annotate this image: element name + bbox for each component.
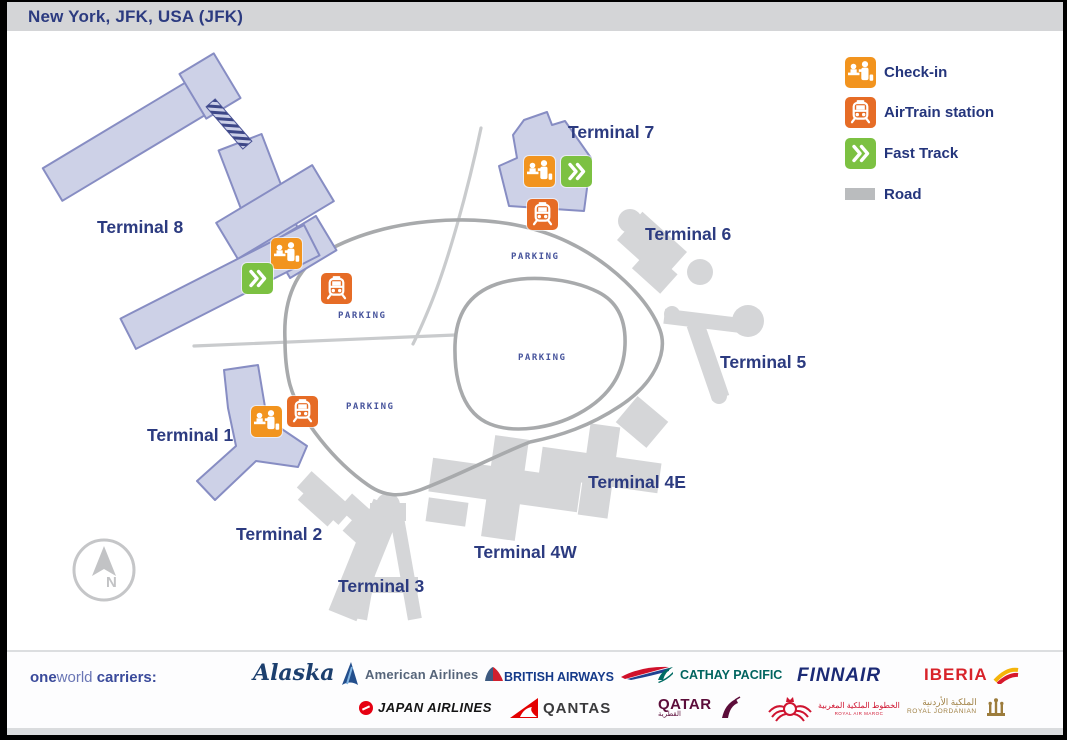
checkin-icon [271, 238, 302, 269]
royal-jordanian-logo: الملكية الأردنية ROYAL JORDANIAN [907, 696, 1010, 718]
rj-wordmark: ROYAL JORDANIAN [907, 708, 977, 715]
minor-roads [192, 126, 483, 348]
iberia-swoosh-icon [993, 667, 1018, 684]
qatar-oryx-icon [721, 696, 740, 718]
terminal-silhouettes [296, 209, 764, 622]
oneworld-carriers-label: oneworld carriers: [30, 669, 157, 686]
oneworld-one: one [30, 669, 57, 686]
header-bar: New York, JFK, USA (JFK) [7, 2, 1063, 31]
footer-bottom-strip [7, 728, 1063, 735]
oneworld-world: world [56, 669, 93, 686]
parking-label-1: PARKING [511, 252, 560, 262]
terminal-6-label: Terminal 6 [645, 224, 732, 244]
terminal-4e-label: Terminal 4E [588, 472, 686, 492]
legend-airtrain-label: AirTrain station [884, 104, 995, 121]
fasttrack-icon [242, 263, 273, 294]
footer-carriers-bar: oneworld carriers: Alaska American Airli… [7, 652, 1063, 728]
alaska-tail-icon [341, 662, 358, 685]
airtrain-icon [287, 396, 318, 427]
compass-north-label: N [106, 574, 117, 591]
legend-checkin-icon [845, 57, 876, 88]
footer-divider [7, 650, 1063, 652]
alaska-wordmark: Alaska [253, 660, 335, 686]
alaska-airlines-logo: Alaska [253, 660, 360, 686]
legend-fasttrack-label: Fast Track [884, 145, 959, 162]
terminal-2-label: Terminal 2 [236, 524, 323, 544]
checkin-icon [524, 156, 555, 187]
cathay-wordmark: CATHAY PACIFIC [680, 667, 783, 682]
oneworld-carriers-text: carriers: [92, 669, 157, 686]
iberia-logo: IBERIA [924, 665, 1019, 685]
parking-label-3: PARKING [518, 353, 567, 363]
ram-winged-emblem-icon [768, 697, 812, 722]
checkin-icon [251, 406, 282, 437]
cathay-pacific-logo: CATHAY PACIFIC [655, 666, 782, 683]
terminal-5-label: Terminal 5 [720, 352, 807, 372]
ram-sub-wordmark: ROYAL AIR MAROC [834, 710, 884, 716]
rj-crown-icon [986, 698, 1005, 716]
legend-road-label: Road [884, 186, 922, 203]
airport-map: N Terminal 8 Terminal 7 Terminal 6 Termi… [7, 31, 1063, 650]
legend-airtrain-icon [845, 97, 876, 128]
qatar-airways-logo: QATAR القطرية [658, 696, 741, 720]
legend-checkin-label: Check-in [884, 64, 948, 81]
rj-arabic-text: الملكية الأردنية [922, 697, 977, 707]
terminal-1-label: Terminal 1 [147, 425, 234, 445]
japan-airlines-logo: JAPAN AIRLINES [359, 700, 492, 715]
terminal-8-building [41, 52, 338, 350]
parking-label-2: PARKING [338, 311, 387, 321]
american-flight-symbol-icon [485, 667, 504, 681]
airtrain-track-hatch [205, 98, 253, 150]
finnair-logo: FINNAIR [797, 665, 881, 687]
terminal-8-label: Terminal 8 [97, 217, 184, 237]
qantas-kangaroo-icon [510, 698, 538, 718]
compass-icon [72, 538, 136, 602]
ba-speedmarque-icon [620, 666, 669, 680]
fasttrack-icon [561, 156, 592, 187]
royal-air-maroc-logo: الخطوط الملكية المغربية ROYAL AIR MAROC [767, 696, 900, 723]
jal-crane-icon [359, 700, 373, 715]
terminal-4w-label: Terminal 4W [474, 542, 577, 562]
legend-road-swatch [845, 188, 875, 200]
page: New York, JFK, USA (JFK) [7, 2, 1063, 735]
legend-fasttrack-icon [845, 138, 876, 169]
qantas-logo: QANTAS [510, 698, 611, 718]
british-airways-wordmark: BRITISH AIRWAYS [504, 670, 614, 684]
american-wordmark: American Airlines [365, 666, 479, 682]
qatar-arabic-text: القطرية [658, 711, 681, 718]
british-airways-logo: BRITISH AIRWAYS [504, 664, 671, 690]
qatar-wordmark: QATAR [658, 696, 712, 713]
ram-arabic-text: الخطوط الملكية المغربية [818, 700, 900, 710]
finnair-wordmark: FINNAIR [797, 665, 882, 686]
qantas-wordmark: QANTAS [543, 699, 612, 717]
iberia-wordmark: IBERIA [924, 665, 988, 684]
airtrain-icon [527, 199, 558, 230]
parking-label-4: PARKING [346, 402, 395, 412]
terminal-3-label: Terminal 3 [338, 576, 425, 596]
page-title: New York, JFK, USA (JFK) [28, 7, 244, 26]
jal-wordmark: JAPAN AIRLINES [378, 700, 492, 715]
airtrain-icon [321, 273, 352, 304]
cathay-brushwing-icon [658, 667, 673, 683]
american-airlines-logo: American Airlines [365, 666, 505, 682]
map-base-graphics [41, 52, 764, 622]
loop-roads [283, 218, 665, 497]
terminal-7-label: Terminal 7 [568, 122, 655, 142]
